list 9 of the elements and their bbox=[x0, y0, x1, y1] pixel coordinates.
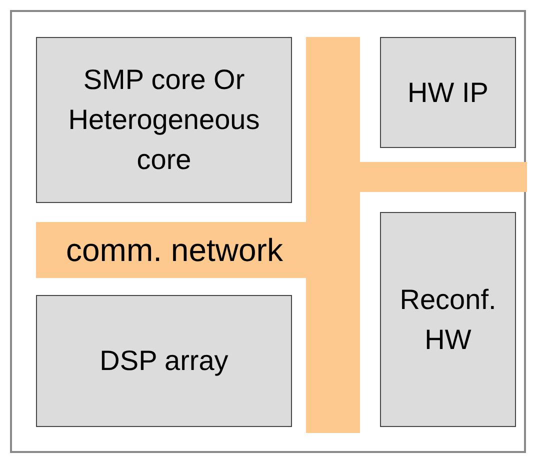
component-box bbox=[380, 37, 516, 148]
component-box bbox=[36, 295, 292, 427]
band-label: comm. network bbox=[66, 231, 283, 270]
box-label: HW IP bbox=[408, 76, 488, 110]
component-box bbox=[36, 37, 292, 203]
box-label: Reconf. HW bbox=[398, 282, 498, 356]
component-box bbox=[380, 212, 516, 427]
box-label: SMP core Or Heterogeneous core bbox=[67, 63, 261, 177]
box-label: DSP array bbox=[100, 344, 228, 378]
